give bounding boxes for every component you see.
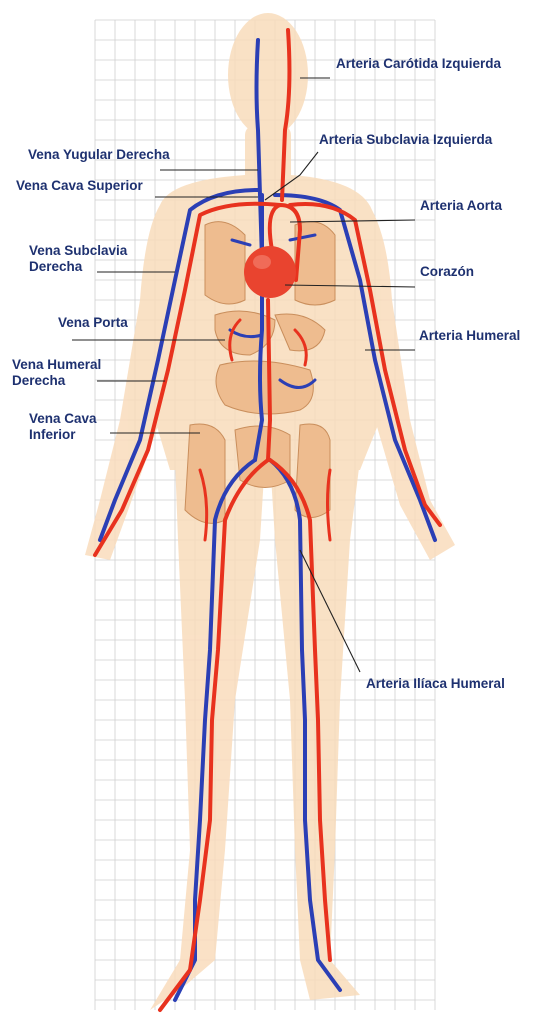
- label-line: Vena Cava: [29, 411, 97, 427]
- label-vena-cava-inferior: Vena Cava Inferior: [29, 411, 97, 443]
- label-vena-cava-superior: Vena Cava Superior: [16, 178, 143, 194]
- label-arteria-iliaca-humeral: Arteria Ilíaca Humeral: [366, 676, 505, 692]
- label-vena-yugular-derecha: Vena Yugular Derecha: [28, 147, 170, 163]
- label-vena-porta: Vena Porta: [58, 315, 128, 331]
- label-line: Vena Subclavia: [29, 243, 127, 259]
- label-arteria-carotida-izquierda: Arteria Carótida Izquierda: [336, 56, 501, 72]
- label-arteria-subclavia-izquierda: Arteria Subclavia Izquierda: [319, 132, 492, 148]
- label-corazon: Corazón: [420, 264, 474, 280]
- label-line: Derecha: [29, 259, 127, 275]
- label-arteria-aorta: Arteria Aorta: [420, 198, 502, 214]
- label-arteria-humeral: Arteria Humeral: [419, 328, 520, 344]
- right-lung: [205, 222, 245, 304]
- intestines-right: [295, 424, 330, 518]
- label-vena-subclavia-derecha: Vena Subclavia Derecha: [29, 243, 127, 275]
- label-line: Vena Humeral: [12, 357, 101, 373]
- heart-icon: [244, 246, 296, 298]
- label-line: Inferior: [29, 427, 97, 443]
- label-line: Derecha: [12, 373, 101, 389]
- bladder-region: [235, 426, 290, 488]
- label-vena-humeral-derecha: Vena Humeral Derecha: [12, 357, 101, 389]
